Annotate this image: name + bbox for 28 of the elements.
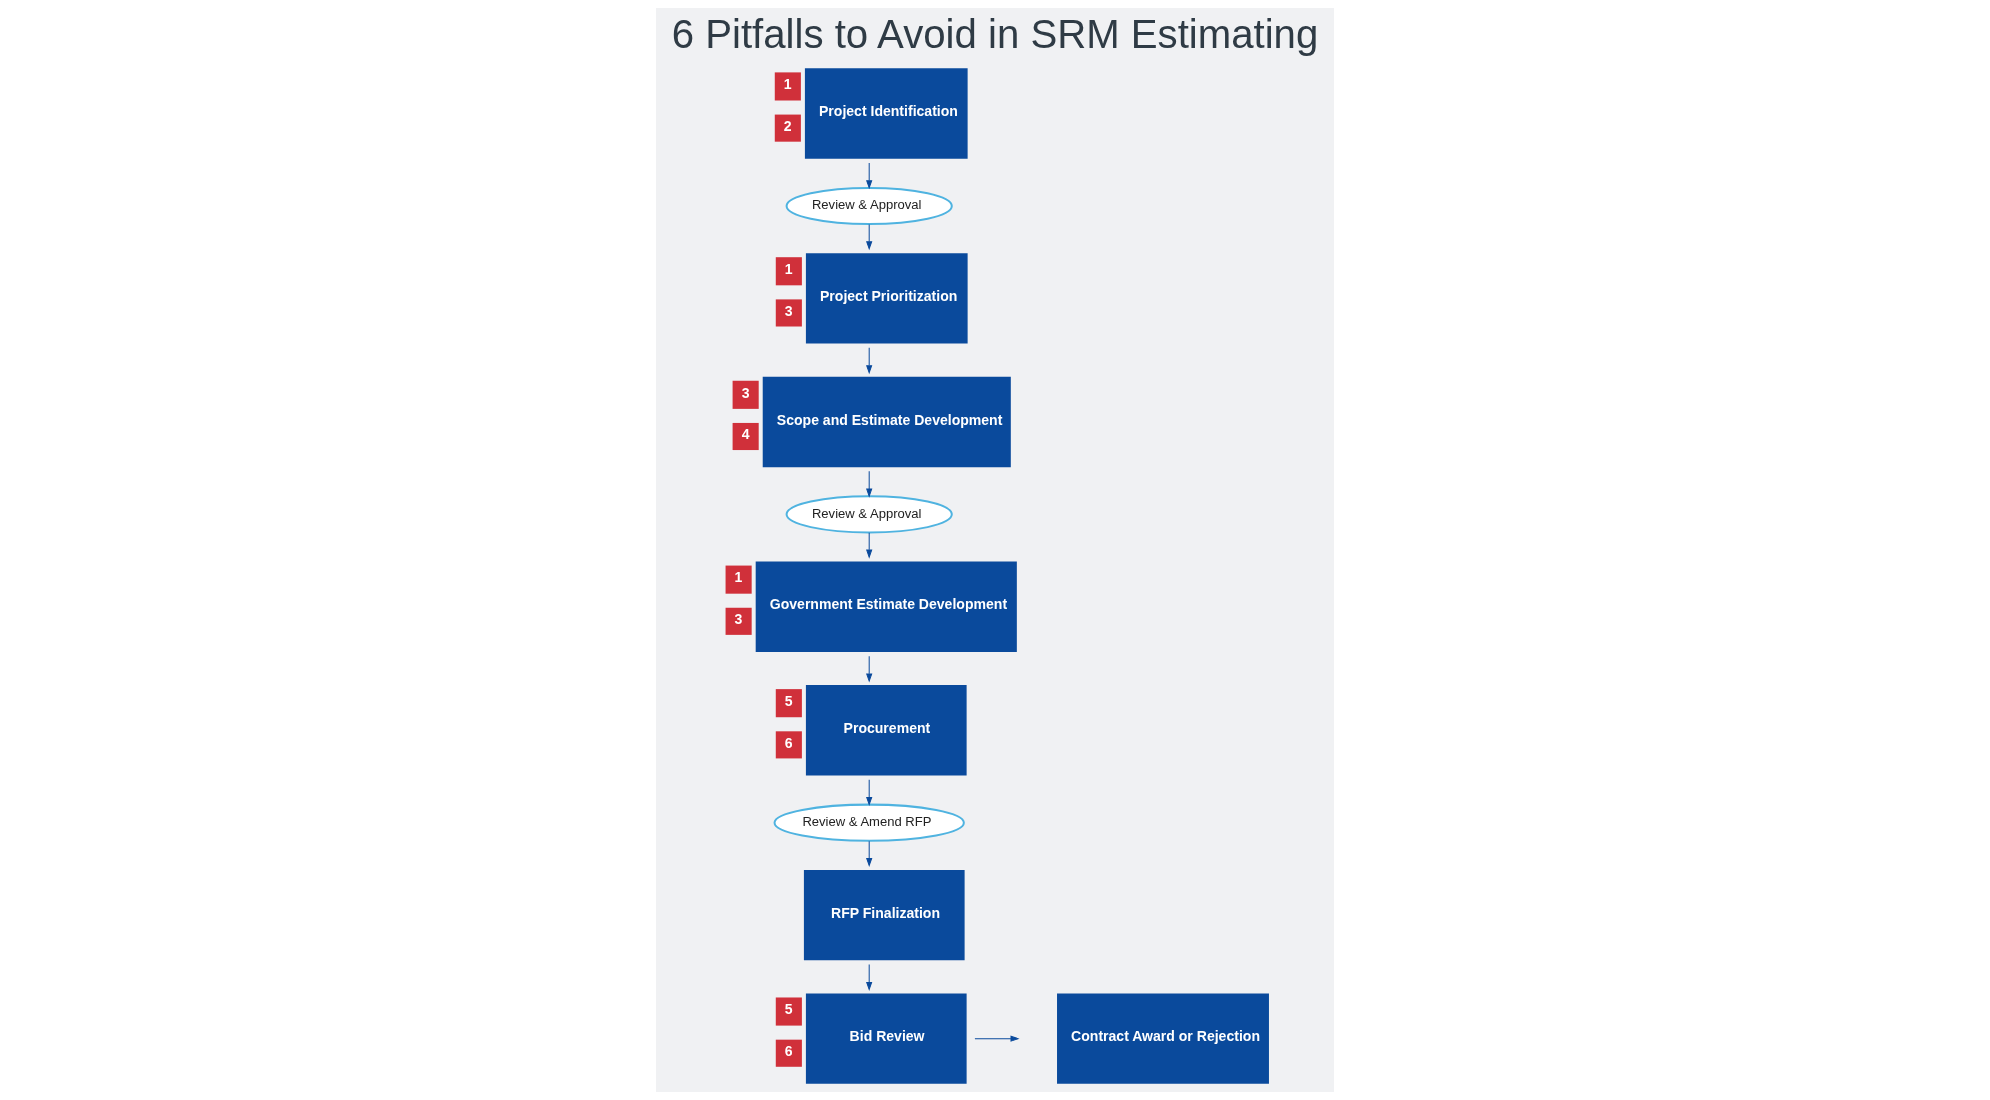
arrow	[866, 964, 873, 990]
node-ellipse: Review & Approval	[785, 186, 953, 226]
arrow	[866, 532, 873, 558]
node-label: 3	[784, 302, 793, 319]
arrow	[866, 840, 873, 866]
node-label: 2	[783, 117, 792, 134]
node-label: 5	[784, 692, 793, 709]
node-label: 1	[734, 569, 743, 586]
node-label: 3	[734, 611, 743, 628]
arrow	[866, 347, 873, 374]
node-label: 3	[741, 384, 750, 401]
node-ellipse: Review & Approval	[785, 495, 953, 534]
node-ellipse: Review & Amend RFP	[773, 803, 965, 842]
node-box: Contract Award or Rejection	[1057, 993, 1269, 1084]
arrow	[866, 470, 873, 497]
node-label: 5	[784, 1001, 793, 1018]
node-label: 1	[783, 76, 792, 93]
node-label: 6	[784, 1042, 793, 1059]
node-box: RFP Finalization	[803, 869, 965, 961]
arrow	[866, 655, 873, 682]
diagram-title: 6 Pitfalls to Avoid in SRM Estimating	[671, 12, 1319, 58]
node-label: 1	[784, 260, 793, 277]
node-label: 4	[741, 426, 750, 443]
arrow	[974, 1035, 1019, 1042]
arrow	[866, 223, 873, 250]
arrow	[866, 779, 873, 805]
node-label: 6	[784, 734, 793, 751]
arrow	[866, 162, 873, 189]
